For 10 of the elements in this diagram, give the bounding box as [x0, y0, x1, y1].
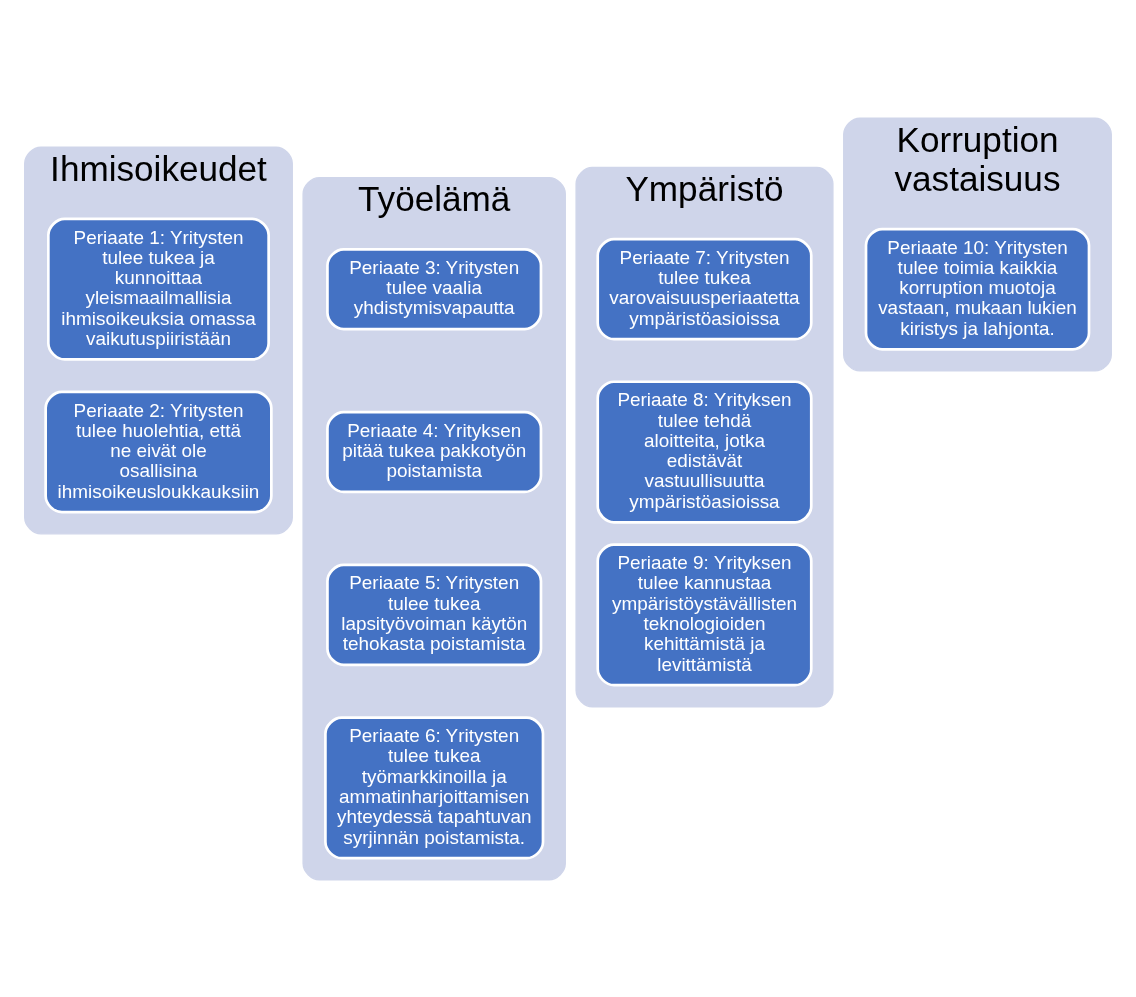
node-box: Periaate 7: Yritysten tulee tukea varovaisuusperiaatetta ympäristöasioissa	[596, 237, 813, 341]
node-box: Periaate 6: Yritysten tulee tukea työmarkkinoilla ja ammatinharjoittamisen yhteydessä tapahtuvan syrjinnän poistamista.	[324, 715, 545, 859]
node-box: Periaate 3: Yritysten tulee vaalia yhdistymisvapautta	[326, 247, 543, 330]
node-box: Periaate 1: Yritysten tulee tukea ja kunnoittaa yleismaailmallisia ihmisoikeuksia omassa vaikutuspiiristään	[47, 217, 270, 361]
node-box: Periaate 5: Yritysten tulee tukea lapsityövoiman käytön tehokasta poistamista	[326, 563, 543, 666]
node-box: Periaate 2: Yritysten tulee huolehtia, että ne eivät ole osallisina ihmisoikeusloukkauksiin	[44, 390, 273, 514]
node-box: Periaate 9: Yrityksen tulee kannustaa ympäristöystävällisten teknologioiden kehittämistä ja levittämistä	[596, 542, 813, 686]
node-box: Periaate 4: Yrityksen pitää tukea pakkotyön poistamista	[326, 410, 543, 493]
node-box: Periaate 8: Yrityksen tulee tehdä aloitteita, jotka edistävät vastuullisuutta ympäristöasioissa	[596, 379, 813, 524]
node-box: Periaate 10: Yritysten tulee toimia kaikkia korruption muotoja vastaan, mukaan lukien kiristys ja lahjonta.	[864, 227, 1091, 351]
